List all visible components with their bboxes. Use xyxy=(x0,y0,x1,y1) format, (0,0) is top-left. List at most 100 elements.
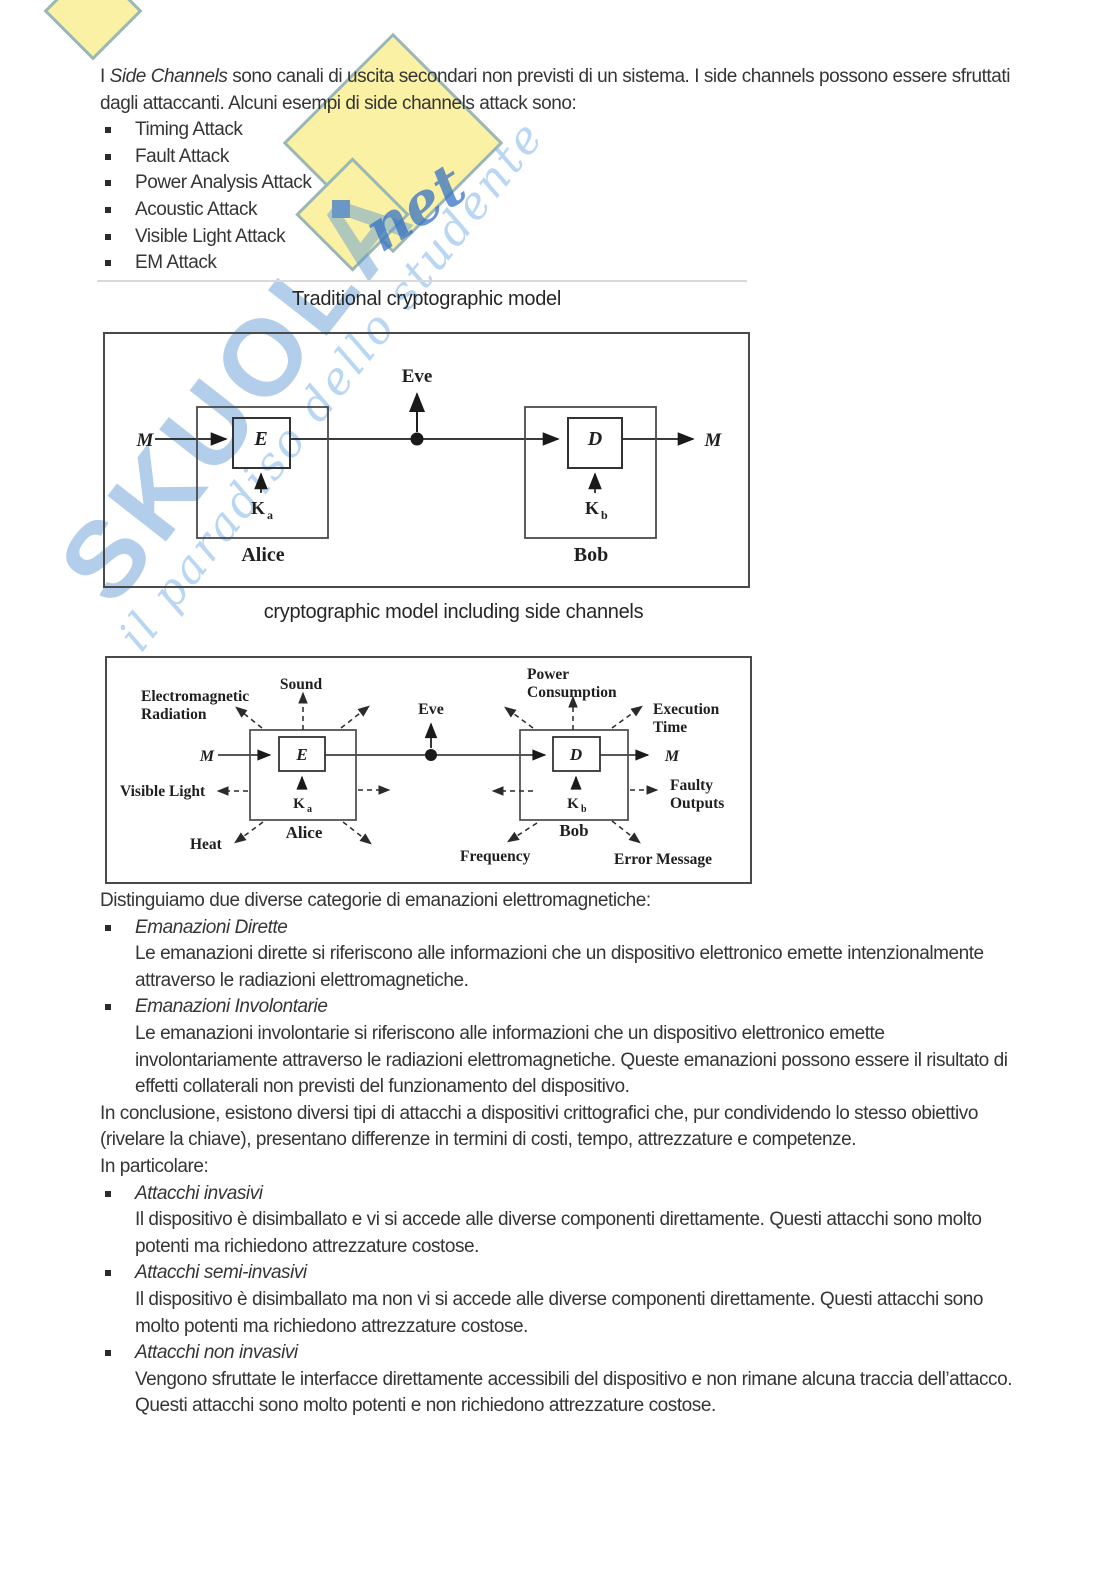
list-item-label: Emanazioni Dirette xyxy=(135,916,288,938)
bullet-icon xyxy=(105,1004,111,1011)
emission-arrow xyxy=(504,706,534,729)
paragraph: Distinguiamo due diverse categorie di em… xyxy=(100,890,651,911)
error-message-label: Error Message xyxy=(614,851,712,868)
electromagnetic-radiation-label: Electromagnetic xyxy=(141,688,249,705)
list-item: Emanazioni Dirette xyxy=(100,915,1025,942)
intro-italic-term: Side Channels xyxy=(109,66,228,87)
bullet-icon xyxy=(105,1270,111,1277)
list-item-label: Acoustic Attack xyxy=(135,198,258,220)
emission-arrow xyxy=(234,821,264,844)
bullet-icon xyxy=(105,180,111,187)
list-item: Fault Attack xyxy=(100,144,1028,171)
body-section: Distinguiamo due diverse categorie di em… xyxy=(100,888,1025,1420)
paragraph: In conclusione, esistono diversi tipi di… xyxy=(100,1102,978,1151)
key-a-label: K xyxy=(293,796,305,812)
key-b-subscript: b xyxy=(581,804,587,815)
alice-label: Alice xyxy=(286,823,323,842)
faulty-outputs-label: Faulty xyxy=(670,777,713,794)
message-in-label: M xyxy=(136,430,155,451)
bullet-icon xyxy=(105,1190,111,1197)
message-out-label: M xyxy=(664,748,680,765)
list-item-label: Attacchi invasivi xyxy=(135,1182,263,1204)
power-consumption-label2: Consumption xyxy=(527,684,617,701)
list-item-label: Power Analysis Attack xyxy=(135,172,312,194)
list-item: Emanazioni Involontarie xyxy=(100,994,1025,1021)
list-item: Acoustic Attack xyxy=(100,197,1028,224)
list-item: Timing Attack xyxy=(100,117,1028,144)
list-item-body: Le emanazioni involontarie si riferiscon… xyxy=(135,1022,1008,1098)
decrypt-box xyxy=(552,736,601,772)
list-item-label: Attacchi semi-invasivi xyxy=(135,1262,307,1284)
heat-label: Heat xyxy=(190,836,223,853)
list-item: Attacchi semi-invasivi xyxy=(100,1260,1025,1287)
bullet-icon xyxy=(105,153,111,160)
frequency-label: Frequency xyxy=(460,848,531,865)
alice-emission-arrows xyxy=(216,691,391,845)
encrypt-label: E xyxy=(253,428,267,450)
bullet-icon xyxy=(105,260,111,267)
key-b-label: K xyxy=(585,498,599,518)
decrypt-box xyxy=(567,417,623,469)
diagram2-title: cryptographic model including side chann… xyxy=(263,601,644,623)
encrypt-box xyxy=(232,417,291,469)
watermark-diamond-icon xyxy=(43,0,143,61)
intro-paragraph: I Side Channels sono canali di uscita se… xyxy=(100,64,1028,117)
key-b-label: K xyxy=(567,796,579,812)
key-a-subscript: a xyxy=(267,508,273,522)
eve-label: Eve xyxy=(402,366,433,387)
message-out-label: M xyxy=(704,430,723,451)
list-item-label: Timing Attack xyxy=(135,119,243,141)
intro-section: I Side Channels sono canali di uscita se… xyxy=(100,64,1028,277)
list-item-body: Vengono sfruttate le interfacce direttam… xyxy=(135,1368,1013,1417)
execution-time-label: Execution xyxy=(653,701,720,718)
list-item-label: Attacchi non invasivi xyxy=(135,1342,298,1364)
electromagnetic-radiation-label2: Radiation xyxy=(141,706,207,723)
power-consumption-label: Power xyxy=(527,666,569,683)
bullet-icon xyxy=(105,233,111,240)
list-item-label: EM Attack xyxy=(135,252,217,274)
emission-arrow xyxy=(611,705,643,729)
emission-arrow xyxy=(506,822,538,843)
emission-arrow xyxy=(611,820,641,844)
paragraph: In particolare: xyxy=(100,1155,209,1177)
list-item-body: Le emanazioni dirette si riferiscono all… xyxy=(135,943,984,991)
eve-label: Eve xyxy=(418,701,444,718)
bob-label: Bob xyxy=(574,544,608,566)
watermark-dot-icon xyxy=(332,200,350,218)
bullet-icon xyxy=(105,1350,111,1357)
side-channel-diagram: Eve M M E K a Alice D K b Bob xyxy=(105,656,752,884)
encrypt-box xyxy=(278,736,326,772)
alice-box xyxy=(196,406,329,539)
key-a-subscript: a xyxy=(307,804,312,815)
section-divider xyxy=(97,280,747,282)
bullet-icon xyxy=(105,924,111,931)
list-item-body: Il dispositivo è disimballato ma non vi … xyxy=(135,1288,984,1337)
tap-point-dot xyxy=(410,432,424,446)
list-item: Attacchi non invasivi xyxy=(100,1340,1025,1367)
diagram1-title: Traditional cryptographic model xyxy=(292,288,561,310)
bob-box xyxy=(519,729,629,821)
encrypt-label: E xyxy=(295,745,307,764)
bob-box xyxy=(524,406,657,539)
diagram1-frame xyxy=(103,332,750,588)
emission-arrow xyxy=(342,821,372,845)
bob-emission-arrows xyxy=(491,695,659,844)
list-item-label: Emanazioni Involontarie xyxy=(135,996,328,1018)
decrypt-label: D xyxy=(569,745,582,764)
emission-arrow xyxy=(235,706,263,729)
execution-time-label2: Time xyxy=(653,719,687,736)
alice-label: Alice xyxy=(241,544,284,566)
faulty-outputs-label2: Outputs xyxy=(670,795,724,812)
message-in-label: M xyxy=(199,748,215,765)
tap-point-dot xyxy=(425,749,437,761)
key-a-label: K xyxy=(251,498,265,518)
list-item: Power Analysis Attack xyxy=(100,170,1028,197)
sound-label: Sound xyxy=(280,676,323,693)
traditional-crypto-diagram: Eve E K a Alice M D K b Bob M xyxy=(103,332,750,588)
list-item-label: Visible Light Attack xyxy=(135,225,286,247)
bob-label: Bob xyxy=(559,821,588,840)
diagram2-frame xyxy=(105,656,752,884)
list-item: EM Attack xyxy=(100,250,1028,277)
list-item: Visible Light Attack xyxy=(100,224,1028,251)
